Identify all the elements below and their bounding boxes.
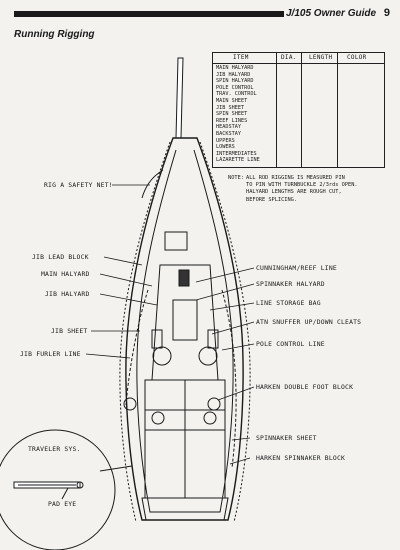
leader-jib-halyard (99, 293, 158, 306)
rigging-item: POLE CONTROL (216, 84, 254, 91)
rigging-item: LOWERS (216, 144, 235, 151)
rigging-item: MAIN HALYARD (216, 65, 254, 71)
rigging-item: LAZARETTE LINE (216, 157, 260, 164)
label-harken-double-foot-block: HARKEN DOUBLE FOOT BLOCK (256, 383, 354, 391)
table-column-divider (276, 53, 277, 167)
cockpit-winch (151, 411, 165, 425)
label-main-halyard: MAIN HALYARD (41, 270, 90, 278)
companionway (172, 299, 198, 341)
safety-net-line (141, 169, 164, 199)
rigging-item: MAIN SHEET (216, 97, 248, 104)
rigging-item: JIB SHEET (216, 104, 245, 111)
leader-harken-spin-block (229, 457, 251, 465)
table-column-divider (337, 53, 338, 167)
leader-pole-control (221, 343, 255, 351)
label-line-storage-bag: LINE STORAGE BAG (256, 299, 321, 307)
leader-spin-sheet (231, 437, 251, 441)
note-line: ALL ROD RIGGING IS MEASURED PIN (246, 175, 345, 181)
label-jib-furler-line: JIB FURLER LINE (20, 350, 81, 358)
rigging-item: JIB HALYARD (216, 71, 251, 78)
foot-block (123, 397, 137, 411)
label-spinnaker-halyard: SPINNAKER HALYARD (256, 280, 325, 288)
label-jib-halyard: JIB HALYARD (45, 290, 90, 298)
column-header-color: COLOR (347, 54, 367, 61)
rigging-item: BACKSTAY (216, 130, 241, 137)
table-column-divider (301, 53, 302, 167)
leader-spin-halyard (195, 283, 255, 301)
deck-line (136, 149, 234, 513)
table-header-divider (213, 63, 384, 64)
leader-main-halyard (99, 273, 153, 287)
bowsprit (175, 57, 184, 139)
column-header-dia: DIA. (281, 54, 297, 61)
rigging-item: SPIN HALYARD (216, 78, 254, 85)
label-harken-spinnaker-block: HARKEN SPINNAKER BLOCK (256, 454, 346, 462)
label-jib-lead-block: JIB LEAD BLOCK (32, 253, 89, 261)
label-pole-control-line: POLE CONTROL LINE (256, 340, 325, 348)
section-title: Running Rigging (14, 29, 95, 40)
label-atn-snuffer-cleats: ATN SNUFFER UP/DOWN CLEATS (256, 318, 362, 326)
rigging-item: TRAV. CONTROL (216, 91, 257, 98)
leader-atn-snuffer (211, 321, 255, 335)
hull-outline (125, 137, 244, 521)
rigging-item: INTERMEDIATES (216, 150, 257, 157)
leader-jib-furler (85, 353, 131, 359)
label-spinnaker-sheet: SPINNAKER SHEET (256, 434, 317, 442)
mast (178, 269, 190, 287)
leader-harken-double (217, 386, 255, 401)
note-label: NOTE: (228, 175, 244, 181)
page-number: 9 (383, 7, 390, 19)
label-jib-sheet: JIB SHEET (51, 327, 88, 335)
rigging-item: UPPERS (216, 137, 235, 144)
column-header-item: ITEM (233, 54, 249, 61)
label-safety-net: RIG A SAFETY NET! (44, 181, 113, 189)
cockpit-winch (203, 411, 217, 425)
rigging-item: SPIN SHEET (216, 111, 248, 118)
cleat (207, 329, 219, 349)
transom (141, 497, 229, 521)
label-cunningham-reef-line: CUNNINGHAM/REEF LINE (256, 264, 337, 272)
column-header-length: LENGTH (309, 54, 333, 61)
leader-cunningham (195, 267, 255, 283)
leader-jib-lead-block (103, 256, 143, 266)
rigging-item: REEF LINES (216, 117, 248, 124)
forward-hatch (164, 231, 188, 251)
header-rule (14, 11, 284, 17)
cleat (151, 329, 163, 349)
guide-title: J/105 Owner Guide (286, 8, 377, 19)
pad-eye (76, 481, 84, 489)
note-line: TO PIN WITH TURNBUCKLE 2/3rds OPEN. (246, 182, 358, 189)
traveler-detail-circle (0, 429, 116, 550)
rigging-item: HEADSTAY (216, 124, 241, 131)
leader-line-storage (209, 302, 255, 311)
winch (152, 346, 172, 366)
note-line: HALYARD LENGTHS ARE ROUGH CUT, (246, 189, 342, 196)
spinnaker-sheet-line (221, 289, 237, 469)
label-traveler-sys: TRAVELER SYS. (28, 445, 81, 453)
label-pad-eye: PAD EYE (48, 500, 77, 508)
winch (198, 346, 218, 366)
note-line: BEFORE SPLICING. (246, 196, 298, 203)
foot-block (207, 397, 221, 411)
